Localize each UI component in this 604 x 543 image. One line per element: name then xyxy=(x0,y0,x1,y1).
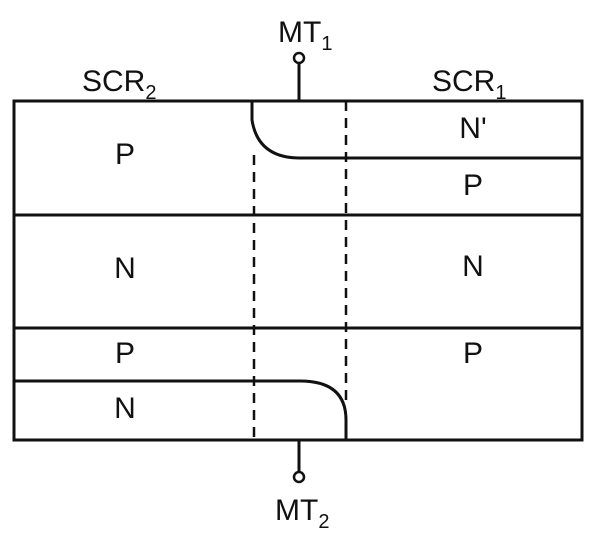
region-right-n-middle: N xyxy=(462,250,484,283)
region-left-p-top: P xyxy=(115,138,135,171)
scr2-label: SCR2 xyxy=(82,65,156,104)
mt2-label: MT2 xyxy=(275,494,329,533)
mt2-terminal-icon xyxy=(292,470,306,484)
bottom-n-junction-curve xyxy=(14,379,348,440)
region-right-p-bottom: P xyxy=(463,337,483,370)
region-left-p-bottom: P xyxy=(115,337,135,370)
mt1-label: MT1 xyxy=(278,16,332,55)
mt1-terminal-icon xyxy=(292,51,306,65)
device-body xyxy=(12,99,584,442)
region-right-n-prime: N' xyxy=(459,112,486,145)
region-left-n-middle: N xyxy=(114,252,136,285)
region-right-p-top: P xyxy=(463,169,483,202)
n-prime-junction-curve xyxy=(250,101,582,160)
region-left-n-bottom: N xyxy=(114,392,136,425)
scr1-label: SCR1 xyxy=(432,65,506,104)
